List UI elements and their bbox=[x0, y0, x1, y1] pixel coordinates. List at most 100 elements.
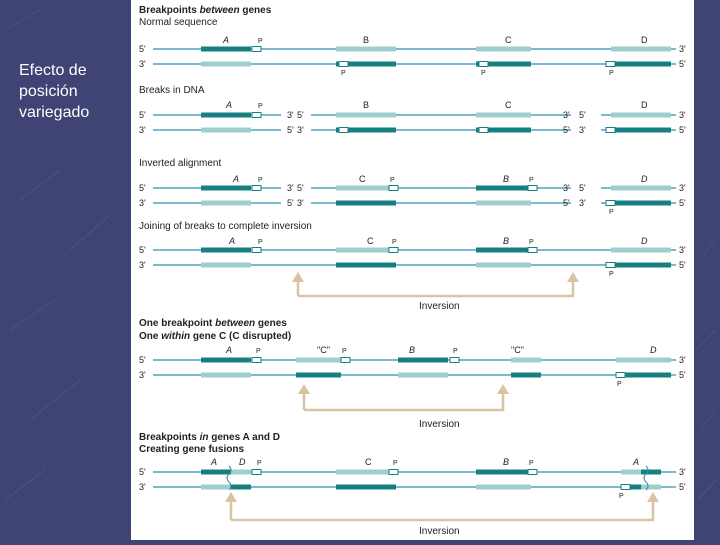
gene-label-a: A bbox=[222, 35, 229, 45]
section-one-between-title-2: One within gene C (C disrupted) bbox=[139, 331, 291, 342]
strand-end-label: 3' bbox=[563, 110, 570, 120]
promoter-label: P bbox=[481, 70, 486, 77]
gene-segment-top bbox=[201, 469, 231, 475]
strand-end-label: 3' bbox=[679, 355, 686, 365]
gene-segment-top bbox=[398, 357, 448, 363]
promoter-label: P bbox=[529, 460, 534, 467]
strand-end-label: 5' bbox=[679, 370, 686, 380]
strand-end-label: 5' bbox=[679, 482, 686, 492]
promoter-box bbox=[251, 469, 262, 475]
gene-segment-top bbox=[231, 469, 251, 475]
gene-label-a: A bbox=[232, 174, 239, 184]
promoter-label: P bbox=[258, 103, 263, 110]
gene-segment-top bbox=[201, 357, 251, 363]
strand-end-label: 3' bbox=[139, 260, 146, 270]
gene-label-b: B bbox=[363, 100, 369, 110]
gene-label-a: A bbox=[225, 100, 232, 110]
gene-label-a: A bbox=[225, 345, 232, 355]
promoter-box bbox=[449, 357, 460, 363]
strand-end-label: 3' bbox=[139, 198, 146, 208]
promoter-box bbox=[615, 372, 626, 378]
strand-end-label: 3' bbox=[139, 482, 146, 492]
gene-segment-top bbox=[621, 469, 641, 475]
promoter-label: P bbox=[256, 348, 261, 355]
gene-segment-top bbox=[201, 185, 251, 191]
gene-segment-bottom bbox=[611, 262, 671, 268]
strand-end-label: 5' bbox=[679, 260, 686, 270]
gene-label-b: B bbox=[409, 345, 415, 355]
promoter-box bbox=[251, 46, 262, 52]
gene-segment-top bbox=[616, 357, 671, 363]
section-in-genes-subtitle: Creating gene fusions bbox=[139, 444, 244, 455]
inversion-diagram: Breakpoints between genes Normal sequenc… bbox=[139, 5, 686, 537]
gene-segment-bottom bbox=[476, 200, 531, 206]
gene-segment-top bbox=[201, 112, 251, 118]
strand-end-label: 3' bbox=[287, 110, 294, 120]
gene-segment-bottom bbox=[621, 484, 641, 490]
section-between-subtitle: Normal sequence bbox=[139, 17, 218, 28]
promoter-box bbox=[388, 247, 399, 253]
promoter-box bbox=[478, 127, 489, 133]
strand-end-label: 5' bbox=[139, 355, 146, 365]
gene-segment-top bbox=[611, 46, 671, 52]
promoter-label: P bbox=[393, 460, 398, 467]
strand-end-label: 5' bbox=[139, 467, 146, 477]
gene-segment-top bbox=[611, 247, 671, 253]
gene-label-d: D bbox=[641, 35, 648, 45]
strand-end-label: 5' bbox=[563, 198, 570, 208]
gene-segment-bottom bbox=[398, 372, 448, 378]
promoter-label: P bbox=[609, 209, 614, 216]
strand-end-label: 5' bbox=[563, 125, 570, 135]
gene-label-d: D bbox=[641, 100, 648, 110]
promoter-box bbox=[251, 185, 262, 191]
gene-segment-top bbox=[336, 247, 396, 253]
promoter-box bbox=[340, 357, 351, 363]
strand-end-label: 3' bbox=[679, 467, 686, 477]
gene-label-d: D bbox=[641, 236, 648, 246]
bracket-arrowhead bbox=[647, 492, 659, 502]
promoter-box bbox=[527, 469, 538, 475]
strand-end-label: 5' bbox=[139, 44, 146, 54]
promoter-box bbox=[251, 357, 262, 363]
gene-segment-top bbox=[476, 469, 531, 475]
strand-end-label: 3' bbox=[679, 245, 686, 255]
inversion-label-3: Inversion bbox=[419, 526, 460, 537]
gene-segment-top bbox=[511, 357, 541, 363]
gene-label-a: A bbox=[210, 457, 217, 467]
strand-end-label: 5' bbox=[297, 183, 304, 193]
gene-segment-bottom bbox=[336, 200, 396, 206]
promoter-box bbox=[605, 61, 616, 67]
promoter-label: P bbox=[619, 493, 624, 500]
promoter-box bbox=[620, 484, 631, 490]
section-in-genes-title: Breakpoints in genes A and D bbox=[139, 432, 280, 443]
breaks-label: Breaks in DNA bbox=[139, 85, 205, 96]
gene-label-c-disrupted: "C" bbox=[317, 345, 330, 355]
fusion-junction bbox=[643, 465, 649, 491]
inversion-bracket-1 bbox=[296, 280, 575, 298]
promoter-box bbox=[527, 185, 538, 191]
gene-segment-top bbox=[611, 112, 671, 118]
promoter-box bbox=[605, 262, 616, 268]
promoter-label: P bbox=[609, 271, 614, 278]
inversion-bracket-3 bbox=[229, 500, 655, 522]
promoter-box bbox=[388, 469, 399, 475]
gene-label-d: D bbox=[650, 345, 657, 355]
gene-segment-bottom bbox=[201, 484, 231, 490]
gene-segment-bottom bbox=[336, 61, 396, 67]
gene-segment-top bbox=[296, 357, 341, 363]
bracket-arrowhead bbox=[298, 384, 310, 394]
promoter-box bbox=[605, 127, 616, 133]
gene-label-c: C bbox=[367, 236, 374, 246]
gene-segment-bottom bbox=[336, 127, 396, 133]
gene-segment-top bbox=[336, 469, 396, 475]
gene-label-b: B bbox=[503, 174, 509, 184]
promoter-label: P bbox=[257, 460, 262, 467]
gene-segment-bottom bbox=[201, 262, 251, 268]
promoter-box bbox=[251, 247, 262, 253]
gene-segment-bottom bbox=[641, 484, 661, 490]
promoter-label: P bbox=[258, 38, 263, 45]
strand-end-label: 3' bbox=[679, 44, 686, 54]
gene-label-c: C bbox=[505, 35, 512, 45]
strand-end-label: 5' bbox=[579, 183, 586, 193]
gene-segment-top bbox=[336, 46, 396, 52]
